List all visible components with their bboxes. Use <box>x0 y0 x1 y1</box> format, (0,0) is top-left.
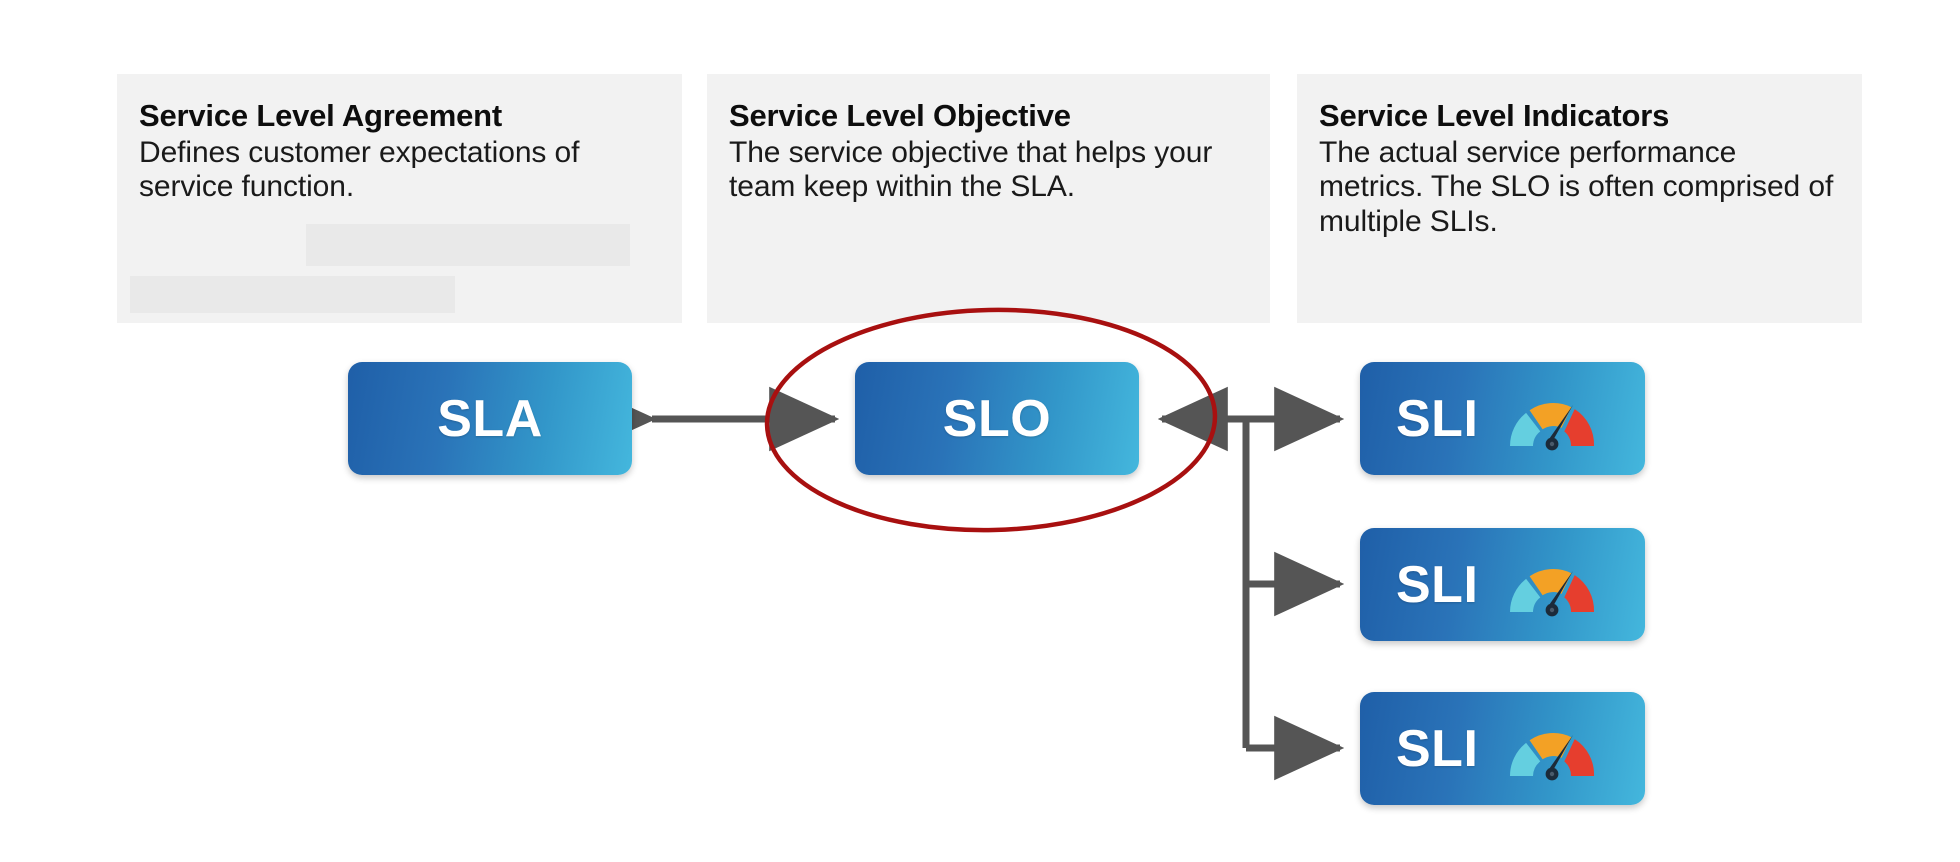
redaction-block <box>130 276 455 313</box>
node-sli-2-label: SLI <box>1396 555 1479 614</box>
info-card-sli-body: The actual service performance metrics. … <box>1319 135 1834 239</box>
info-card-sla-title: Service Level Agreement <box>139 98 502 133</box>
node-sli-2[interactable]: SLI <box>1360 528 1645 641</box>
node-sla-label: SLA <box>437 389 543 448</box>
node-sla[interactable]: SLA <box>348 362 632 475</box>
info-card-sli: Service Level Indicators The actual serv… <box>1297 74 1862 323</box>
info-card-slo: Service Level Objective The service obje… <box>707 74 1270 323</box>
info-card-sla: Service Level Agreement Defines customer… <box>117 74 682 323</box>
node-sli-1[interactable]: SLI <box>1360 362 1645 475</box>
node-sli-3[interactable]: SLI <box>1360 692 1645 805</box>
node-slo-label: SLO <box>942 389 1052 448</box>
info-card-sla-body: Defines customer expectations of service… <box>139 135 580 204</box>
node-sli-1-label: SLI <box>1396 389 1479 448</box>
info-card-slo-body: The service objective that helps your te… <box>729 135 1213 204</box>
node-slo[interactable]: SLO <box>855 362 1139 475</box>
info-card-slo-title: Service Level Objective <box>729 98 1071 133</box>
connector-slo-trunk <box>1157 386 1250 748</box>
info-card-sli-title: Service Level Indicators <box>1319 98 1670 133</box>
node-sli-3-label: SLI <box>1396 719 1479 778</box>
gauge-icon <box>1510 732 1595 780</box>
gauge-icon <box>1510 568 1595 616</box>
redaction-block <box>306 224 630 266</box>
gauge-icon <box>1510 402 1595 450</box>
